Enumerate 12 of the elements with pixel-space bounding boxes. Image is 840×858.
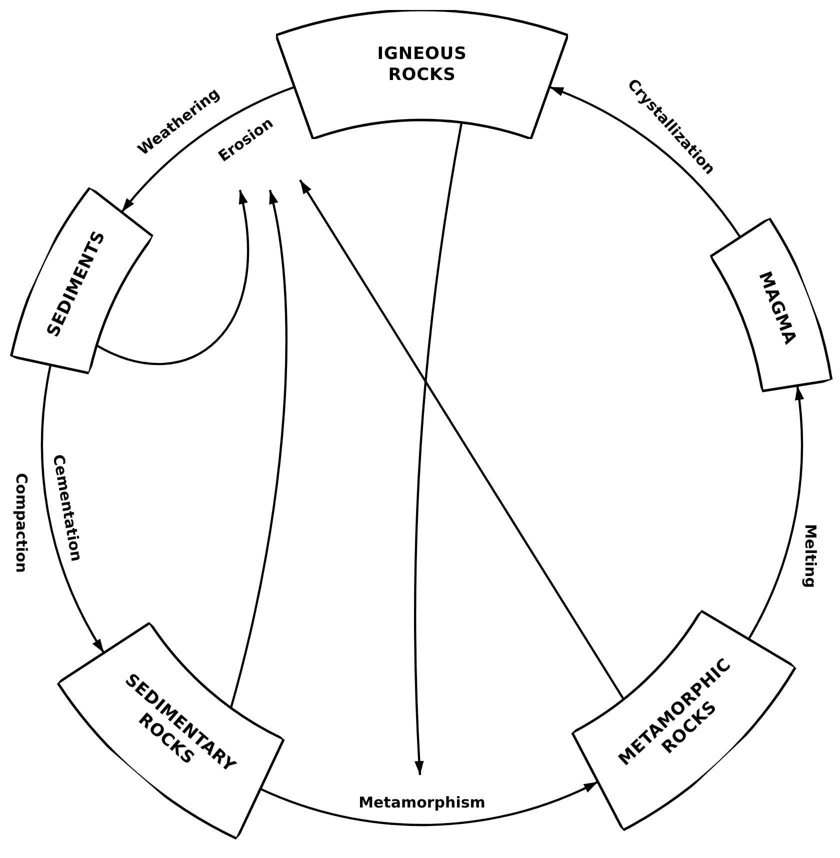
cycle-arrow bbox=[40, 364, 105, 654]
cycle-arrow bbox=[549, 86, 742, 238]
stage-name: IGNEOUS ROCKS bbox=[377, 44, 467, 86]
cycle-arrow bbox=[299, 179, 625, 700]
cycle-arrow bbox=[748, 386, 804, 640]
cycle-arrow bbox=[414, 122, 463, 776]
cycle-arrow bbox=[120, 86, 295, 213]
cycle-arrow bbox=[96, 190, 250, 365]
rock-stage-band bbox=[276, 10, 568, 139]
cycle-arrow bbox=[260, 780, 598, 826]
cycle-arrow bbox=[230, 190, 288, 708]
process-label: Compaction bbox=[14, 470, 29, 575]
